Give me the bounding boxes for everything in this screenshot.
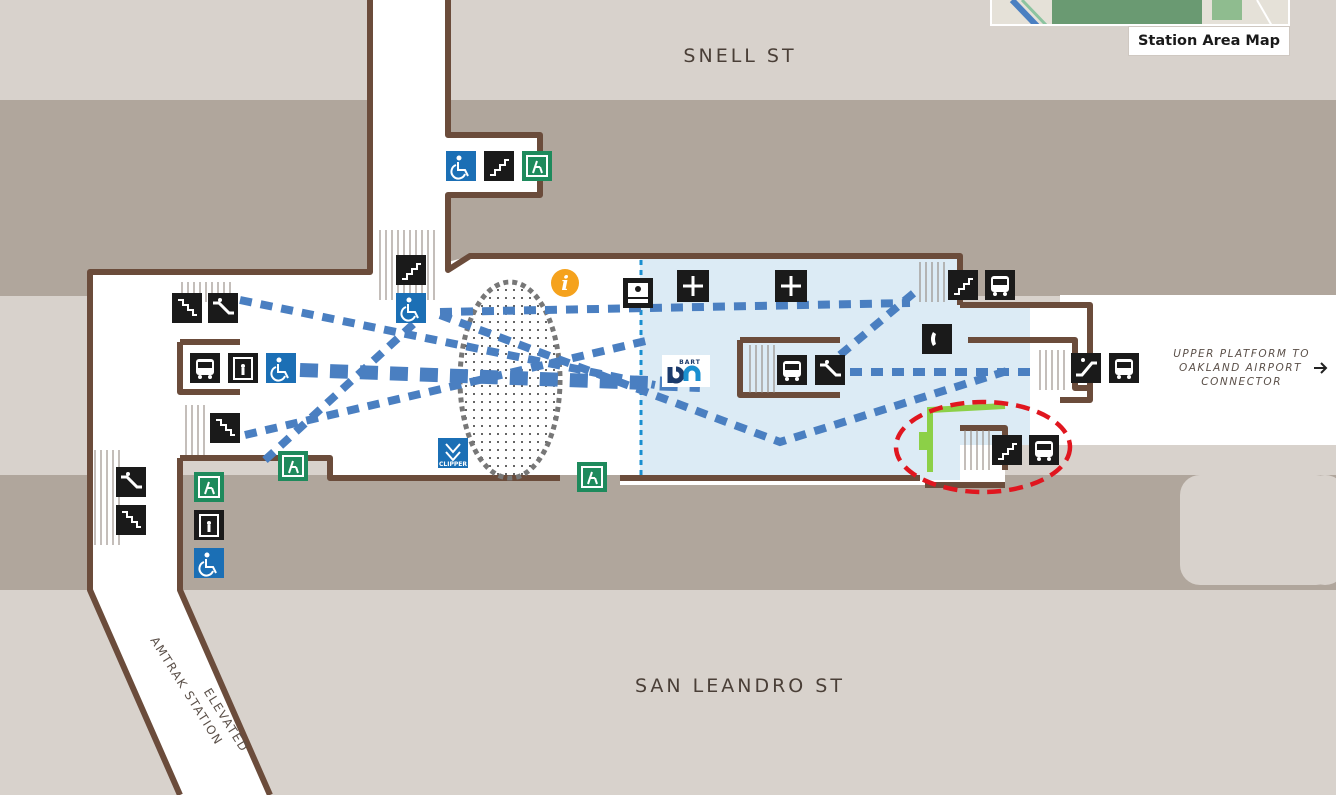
first-aid-icon[interactable] — [677, 270, 709, 302]
stairs-icon[interactable] — [484, 151, 514, 181]
stairs-icon[interactable] — [396, 255, 426, 285]
svg-text:i: i — [561, 271, 569, 295]
walking-routes — [239, 288, 1030, 463]
accessible-icon[interactable] — [396, 293, 426, 323]
stair-hatching — [94, 230, 1065, 545]
street-north-label: SNELL ST — [683, 45, 796, 67]
station-area-map-button[interactable]: Station Area Map — [1128, 26, 1290, 56]
stairs-icon[interactable] — [116, 505, 146, 535]
elevator-icon[interactable] — [194, 510, 224, 540]
inset-map-graphic — [1009, 0, 1273, 24]
escalator-icon[interactable] — [208, 293, 238, 323]
svg-text:OAKLAND AIRPORT: OAKLAND AIRPORT — [1179, 362, 1302, 374]
escalator-icon[interactable] — [815, 355, 845, 385]
bus-icon[interactable] — [190, 353, 220, 383]
station-agent-icon[interactable] — [623, 278, 653, 308]
block-far-right — [1305, 475, 1336, 585]
exit-icon[interactable] — [577, 462, 607, 492]
connector-label: UPPER PLATFORM TO OAKLAND AIRPORT CONNEC… — [1173, 348, 1328, 388]
info-icon[interactable]: i — [551, 269, 579, 297]
svg-text:UPPER PLATFORM TO: UPPER PLATFORM TO — [1173, 348, 1310, 360]
accessible-icon[interactable] — [194, 548, 224, 578]
walls — [87, 0, 1093, 795]
concourse-floor — [90, 0, 1090, 795]
bus-icon[interactable] — [777, 355, 807, 385]
arrow-right-icon — [1314, 362, 1328, 374]
bart-logo-icon: BART — [662, 355, 710, 387]
escalator-icon[interactable] — [1071, 353, 1101, 383]
exit-icon[interactable] — [522, 151, 552, 181]
inset-map-preview[interactable] — [990, 0, 1290, 26]
svg-text:CLIPPER: CLIPPER — [439, 461, 467, 468]
green-path-marker — [919, 432, 933, 450]
stairs-icon[interactable] — [992, 435, 1022, 465]
highlight-ring — [893, 399, 1073, 495]
clipper-icon[interactable]: CLIPPER — [438, 438, 468, 468]
bus-icon[interactable] — [1029, 435, 1059, 465]
street-south-label: SAN LEANDRO ST — [635, 675, 845, 697]
block-right — [1180, 475, 1336, 585]
accessible-icon[interactable] — [266, 353, 296, 383]
bus-icon[interactable] — [985, 270, 1015, 300]
stairs-icon[interactable] — [210, 413, 240, 443]
elevator-icon[interactable] — [228, 353, 258, 383]
exit-icon[interactable] — [278, 451, 308, 481]
phone-icon[interactable] — [922, 324, 952, 354]
svg-text:CONNECTOR: CONNECTOR — [1201, 376, 1282, 388]
svg-text:BART: BART — [679, 359, 701, 366]
escalator-icon[interactable] — [116, 467, 146, 497]
accessible-icon[interactable] — [446, 151, 476, 181]
stairs-icon[interactable] — [948, 270, 978, 300]
exit-icon[interactable] — [194, 472, 224, 502]
first-aid-icon[interactable] — [775, 270, 807, 302]
connector-walkway — [1060, 295, 1336, 445]
bus-icon[interactable] — [1109, 353, 1139, 383]
stairs-icon[interactable] — [172, 293, 202, 323]
